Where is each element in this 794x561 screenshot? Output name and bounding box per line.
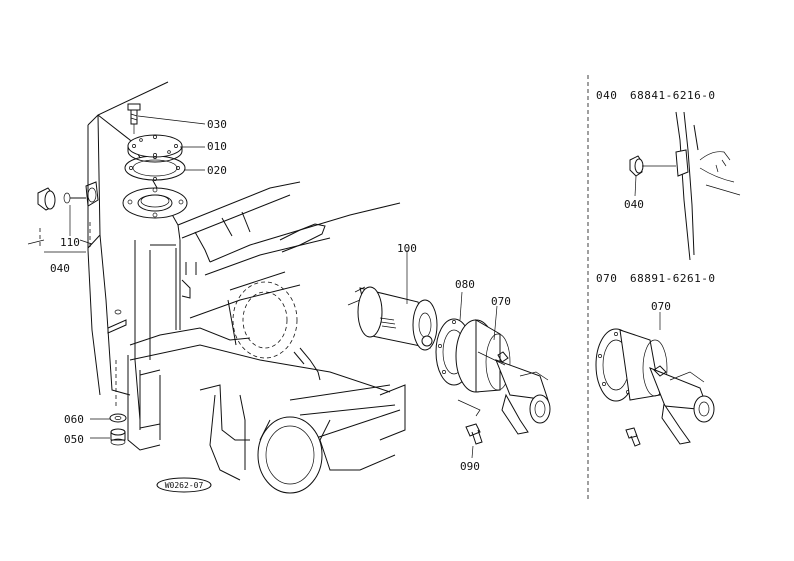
- bolt-030: [127, 103, 141, 134]
- callout-labels: 030 010 020 110 040 100 080 070 060 050 …: [50, 118, 511, 473]
- drain-plug: [109, 360, 127, 446]
- air-cleaner-element-100: [347, 286, 438, 351]
- panel-070-callout: 070: [651, 300, 671, 313]
- callout-110: 110: [60, 236, 80, 249]
- main-assembly: W0262-07 030 010 020 110 040 100 080 070…: [27, 81, 551, 494]
- callout-060: 060: [64, 413, 84, 426]
- callout-020: 020: [207, 164, 227, 177]
- bolt-090: [465, 423, 483, 445]
- chassis-frame: [127, 202, 406, 481]
- leader-lines: [69, 115, 498, 459]
- tank-flange: [122, 187, 188, 219]
- hidden-housing: [232, 281, 298, 359]
- callout-100: 100: [397, 242, 417, 255]
- callout-070: 070: [491, 295, 511, 308]
- air-cleaner-body-070: [455, 319, 551, 435]
- callout-080: 080: [455, 278, 475, 291]
- side-panel-070: 070 68891-6261-0 070: [595, 272, 715, 447]
- callout-090: 090: [460, 460, 480, 473]
- drawing-code-badge: W0262-07: [156, 477, 212, 493]
- callout-010: 010: [207, 140, 227, 153]
- callout-040: 040: [50, 262, 70, 275]
- side-panel-040: 040 68841-6216-0 040: [596, 89, 741, 261]
- panel-040-callout: 040: [624, 198, 644, 211]
- panel-040-ref: 040: [596, 89, 617, 102]
- cover-plate-010: [127, 134, 183, 163]
- axle-wheel: [257, 416, 331, 494]
- callout-050: 050: [64, 433, 84, 446]
- callout-030: 030: [207, 118, 227, 131]
- panel-070-part-number: 68891-6261-0: [630, 272, 715, 285]
- panel-070-ref: 070: [596, 272, 617, 285]
- panel-040-part-number: 68841-6216-0: [630, 89, 715, 102]
- drawing-code: W0262-07: [165, 481, 204, 490]
- gasket-020: [124, 155, 186, 181]
- fuel-tank: [87, 81, 301, 421]
- cap-040-assembly: [27, 181, 99, 253]
